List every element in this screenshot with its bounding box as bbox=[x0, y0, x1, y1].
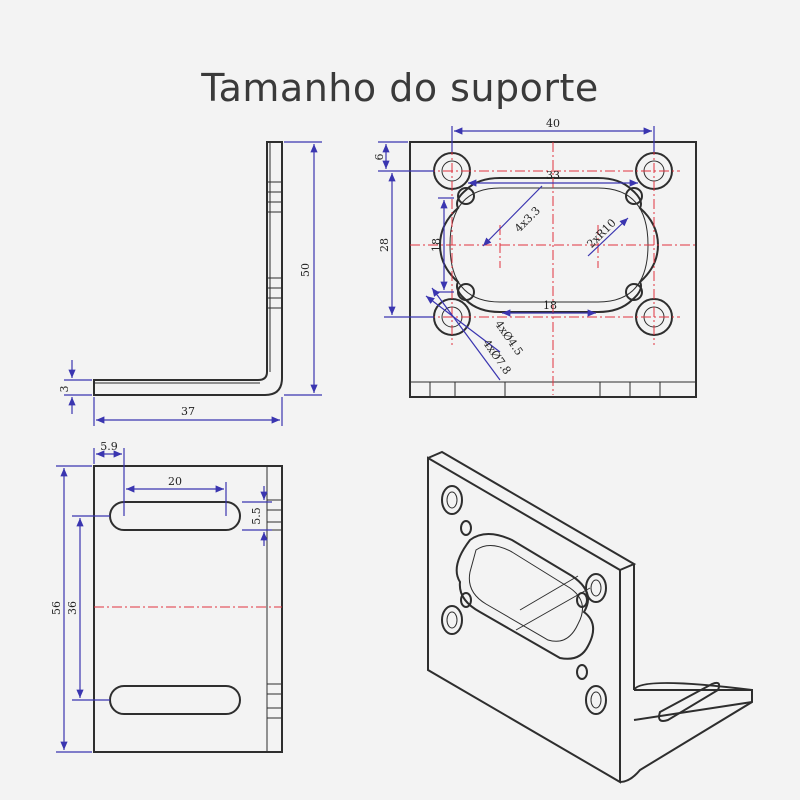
dim-base-slot-length: 20 bbox=[168, 475, 182, 488]
diagram-title: Tamanho do suporte bbox=[201, 66, 599, 110]
dim-base-slot-spacing: 36 bbox=[66, 601, 79, 615]
dim-base-height: 56 bbox=[50, 601, 63, 615]
dim-front-edge-offset: 6 bbox=[373, 154, 386, 161]
dim-base-slot-width: 5.5 bbox=[250, 507, 263, 525]
iso-base-plate bbox=[619, 689, 753, 783]
dim-base-slot-offset: 5.9 bbox=[100, 440, 118, 453]
front-view: 40 33 6 28 18 18 4x3.3 2xR10 4xØ4.5 4xØ7… bbox=[373, 117, 697, 398]
dim-front-height: 28 bbox=[378, 238, 391, 252]
dim-front-slot-radius: 2xR10 bbox=[584, 216, 618, 250]
base-view: 5.9 20 5.5 36 56 bbox=[50, 440, 283, 753]
dim-front-slot-height: 18 bbox=[430, 238, 443, 252]
iso-base-slot bbox=[658, 681, 721, 722]
base-slot-bottom bbox=[109, 685, 241, 715]
dim-front-hole-spacing: 33 bbox=[546, 169, 560, 182]
dim-front-slot-hole: 4x3.3 bbox=[512, 204, 543, 235]
iso-central-cutout bbox=[455, 533, 595, 660]
dim-side-height: 50 bbox=[299, 263, 312, 277]
base-plate-outline bbox=[93, 465, 283, 753]
side-view-outline bbox=[93, 141, 283, 396]
dim-side-thickness: 3 bbox=[58, 386, 71, 393]
base-slot-top bbox=[109, 501, 241, 531]
dim-front-width: 40 bbox=[546, 117, 560, 130]
side-view-hidden-lines bbox=[267, 181, 282, 309]
iso-mounting-holes bbox=[441, 485, 607, 715]
dim-side-length: 37 bbox=[181, 405, 195, 418]
dim-front-slot-width: 18 bbox=[543, 299, 557, 312]
side-view: 50 37 3 bbox=[58, 141, 322, 426]
isometric-view bbox=[427, 450, 753, 784]
